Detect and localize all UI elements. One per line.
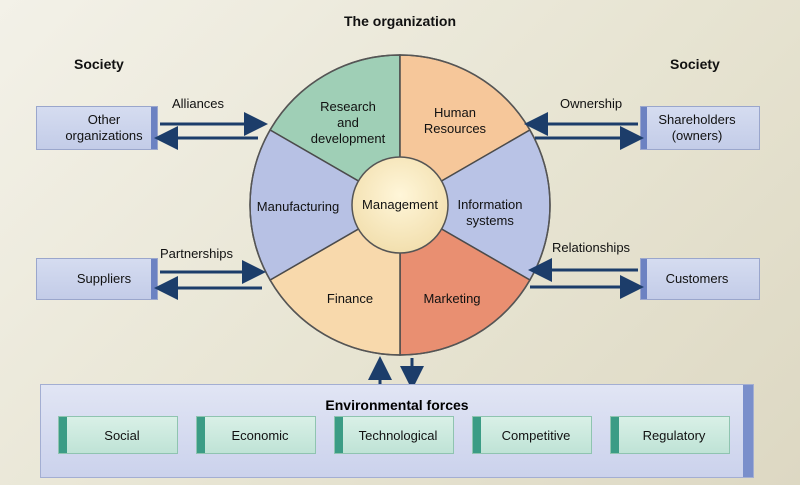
shareholders-box: Shareholders (owners) <box>640 106 760 150</box>
environmental-forces-title: Environmental forces <box>325 397 469 413</box>
label-marketing: Marketing <box>423 291 480 306</box>
label-hr-2: Resources <box>424 121 487 136</box>
label-research-2: and <box>337 115 359 130</box>
label-management: Management <box>362 197 438 212</box>
organization-title: The organization <box>344 13 456 29</box>
ownership-label: Ownership <box>560 96 623 111</box>
label-is-1: Information <box>457 197 522 212</box>
label-research-3: development <box>311 131 386 146</box>
label-research-1: Research <box>320 99 376 114</box>
partnerships-label: Partnerships <box>160 246 233 261</box>
management-hub <box>351 156 449 254</box>
force-social: Social <box>58 416 178 454</box>
force-economic: Economic <box>196 416 316 454</box>
society-right-label: Society <box>670 56 720 72</box>
alliances-label: Alliances <box>172 96 225 111</box>
organization-wheel: Research and development Human Resources… <box>249 54 551 356</box>
label-manufacturing: Manufacturing <box>257 199 339 214</box>
label-is-2: systems <box>466 213 514 228</box>
suppliers-box: Suppliers <box>36 258 158 300</box>
other-organizations-box: Other organizations <box>36 106 158 150</box>
relationships-label: Relationships <box>552 240 631 255</box>
force-technological: Technological <box>334 416 454 454</box>
force-regulatory: Regulatory <box>610 416 730 454</box>
label-finance: Finance <box>327 291 373 306</box>
force-competitive: Competitive <box>472 416 592 454</box>
customers-box: Customers <box>640 258 760 300</box>
label-hr-1: Human <box>434 105 476 120</box>
society-left-label: Society <box>74 56 124 72</box>
